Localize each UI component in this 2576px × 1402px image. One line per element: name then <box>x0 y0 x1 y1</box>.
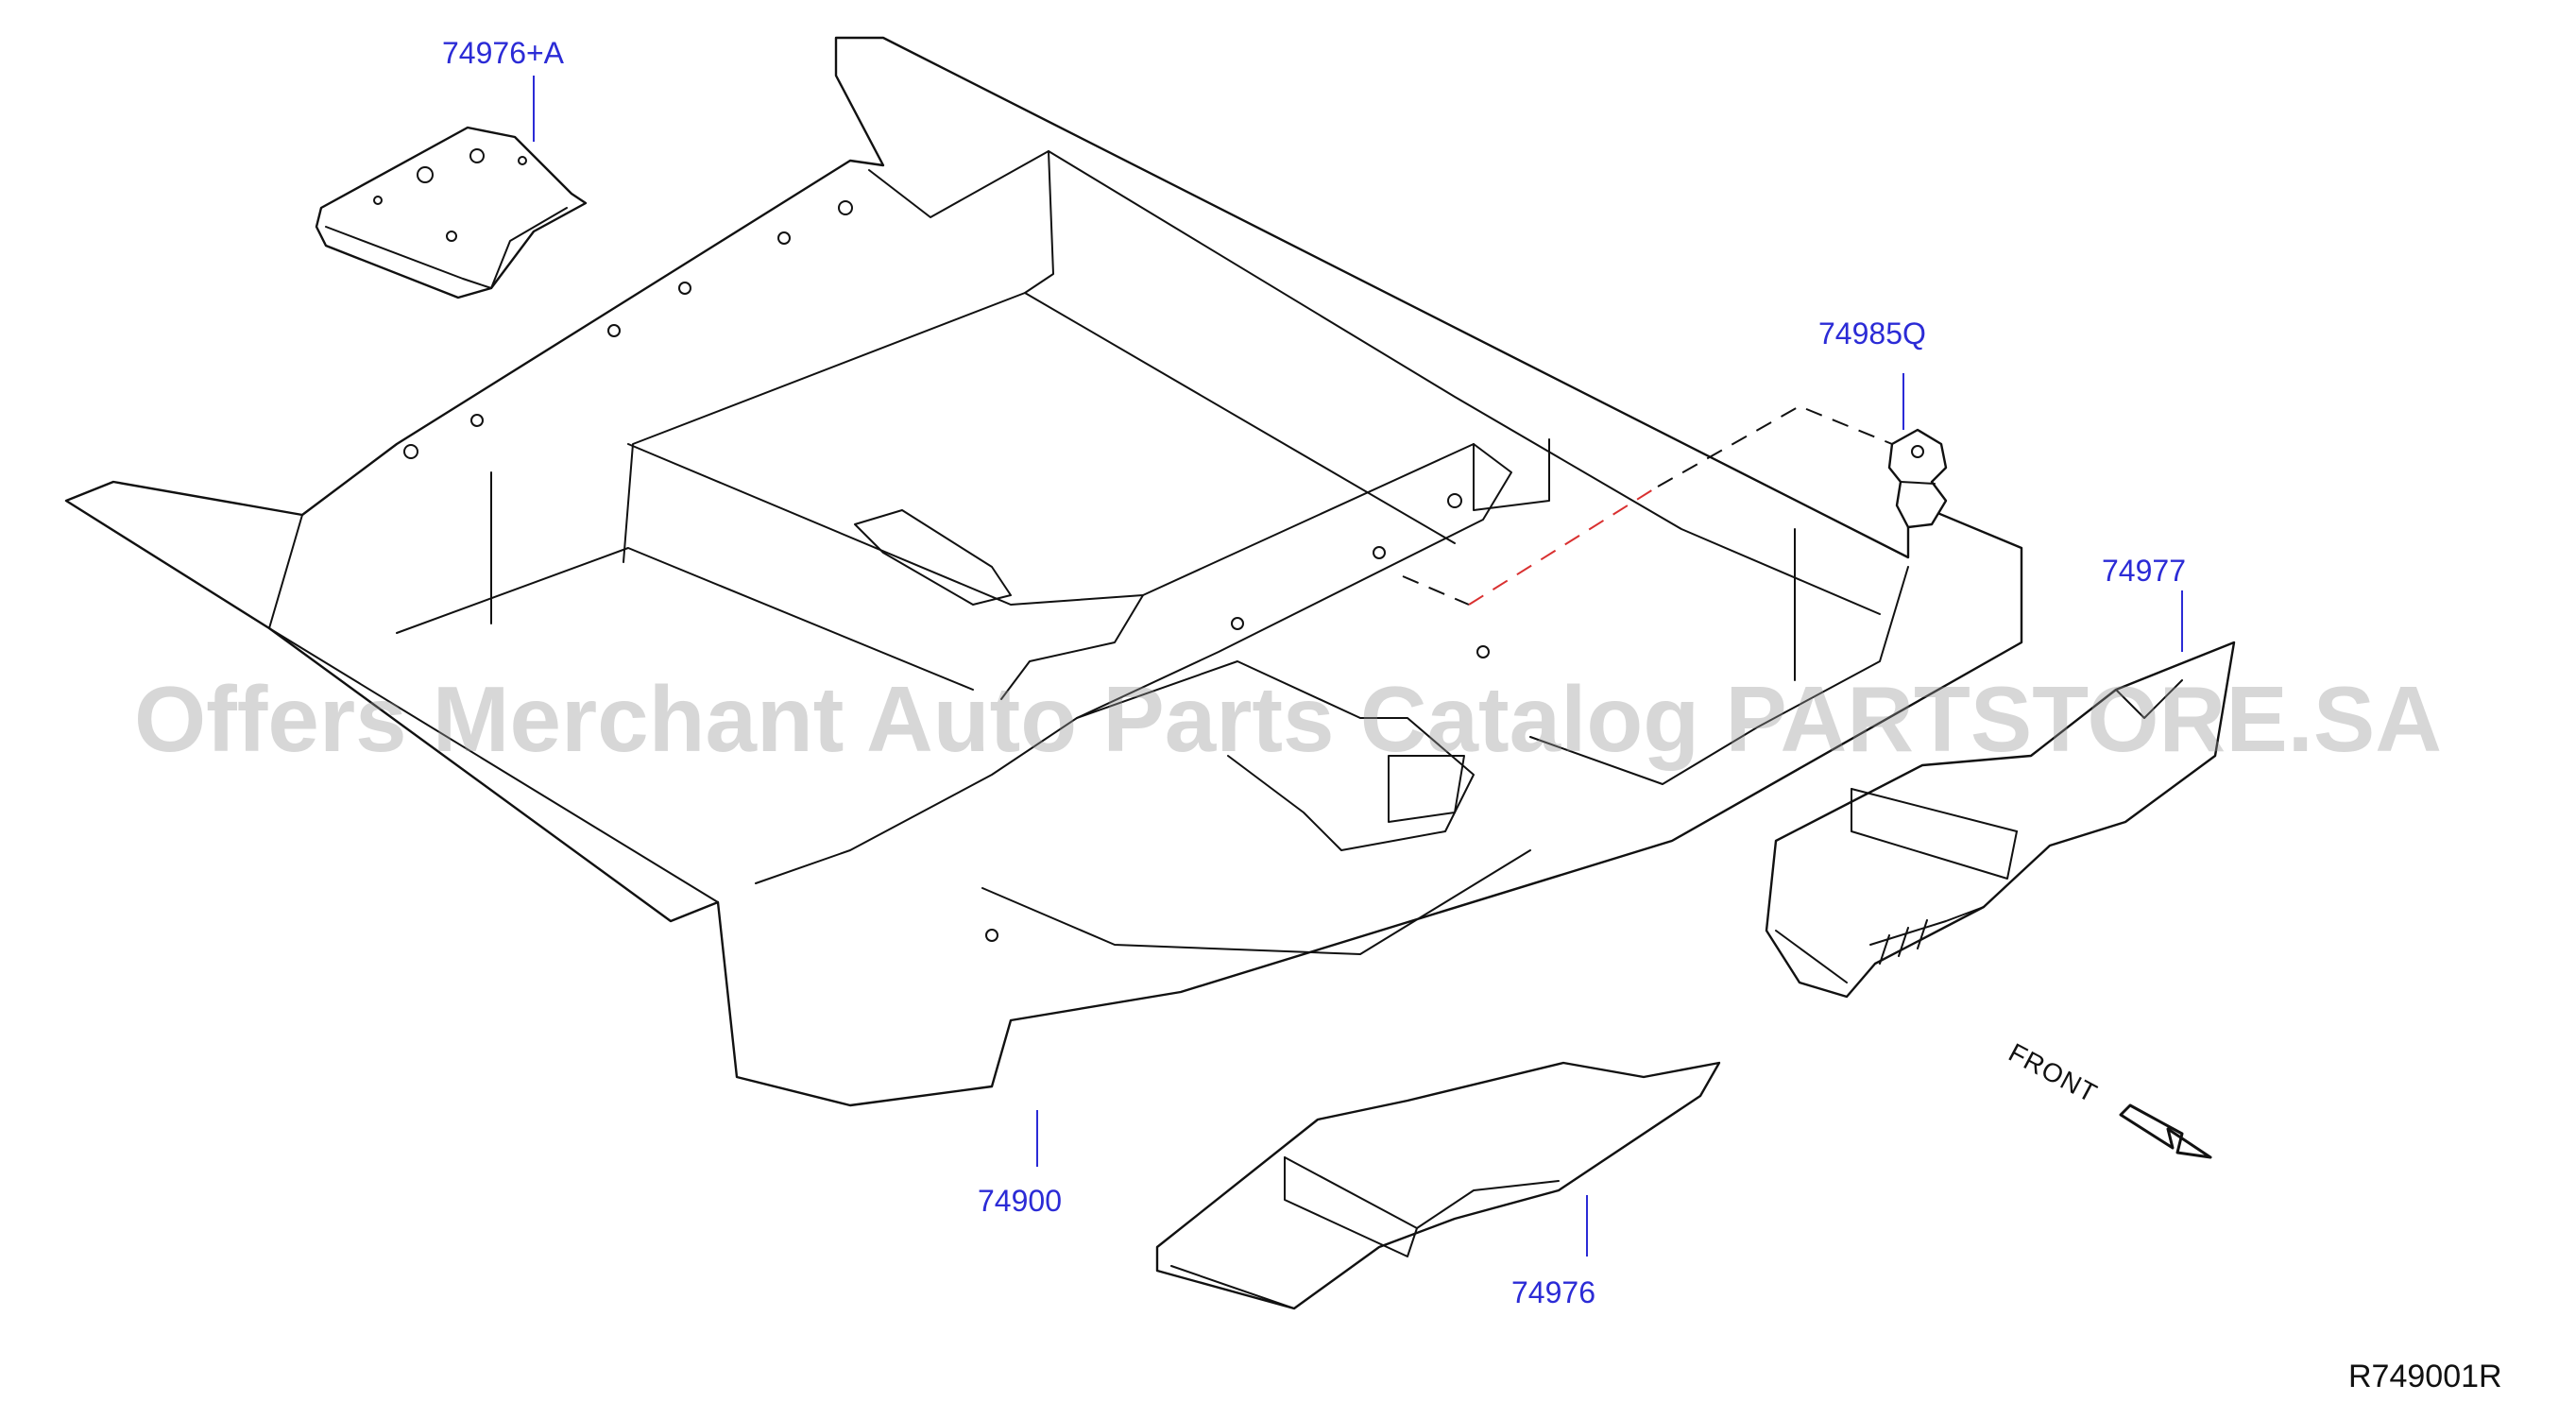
figure-code: R749001R <box>2348 1359 2502 1394</box>
callout-74985q[interactable]: 74985Q <box>1818 316 1926 350</box>
callout-74976[interactable]: 74976 <box>1511 1275 1595 1309</box>
floor-carpet-74900[interactable] <box>64 36 2023 1107</box>
front-carpet-74977[interactable] <box>1765 641 2236 999</box>
callout-74977[interactable]: 74977 <box>2102 554 2186 588</box>
rear-carpet-74976-a[interactable] <box>315 126 588 299</box>
clip-attach-line-black <box>1402 404 1893 606</box>
callout-74900[interactable]: 74900 <box>978 1184 1062 1218</box>
front-arrow-icon <box>2119 1103 2212 1159</box>
front-carpet-74976[interactable] <box>1155 1061 1721 1310</box>
clip-attach-line-red <box>1468 486 1659 606</box>
callout-74976-a[interactable]: 74976+A <box>442 36 565 70</box>
clip-74985q[interactable] <box>1887 428 1948 529</box>
